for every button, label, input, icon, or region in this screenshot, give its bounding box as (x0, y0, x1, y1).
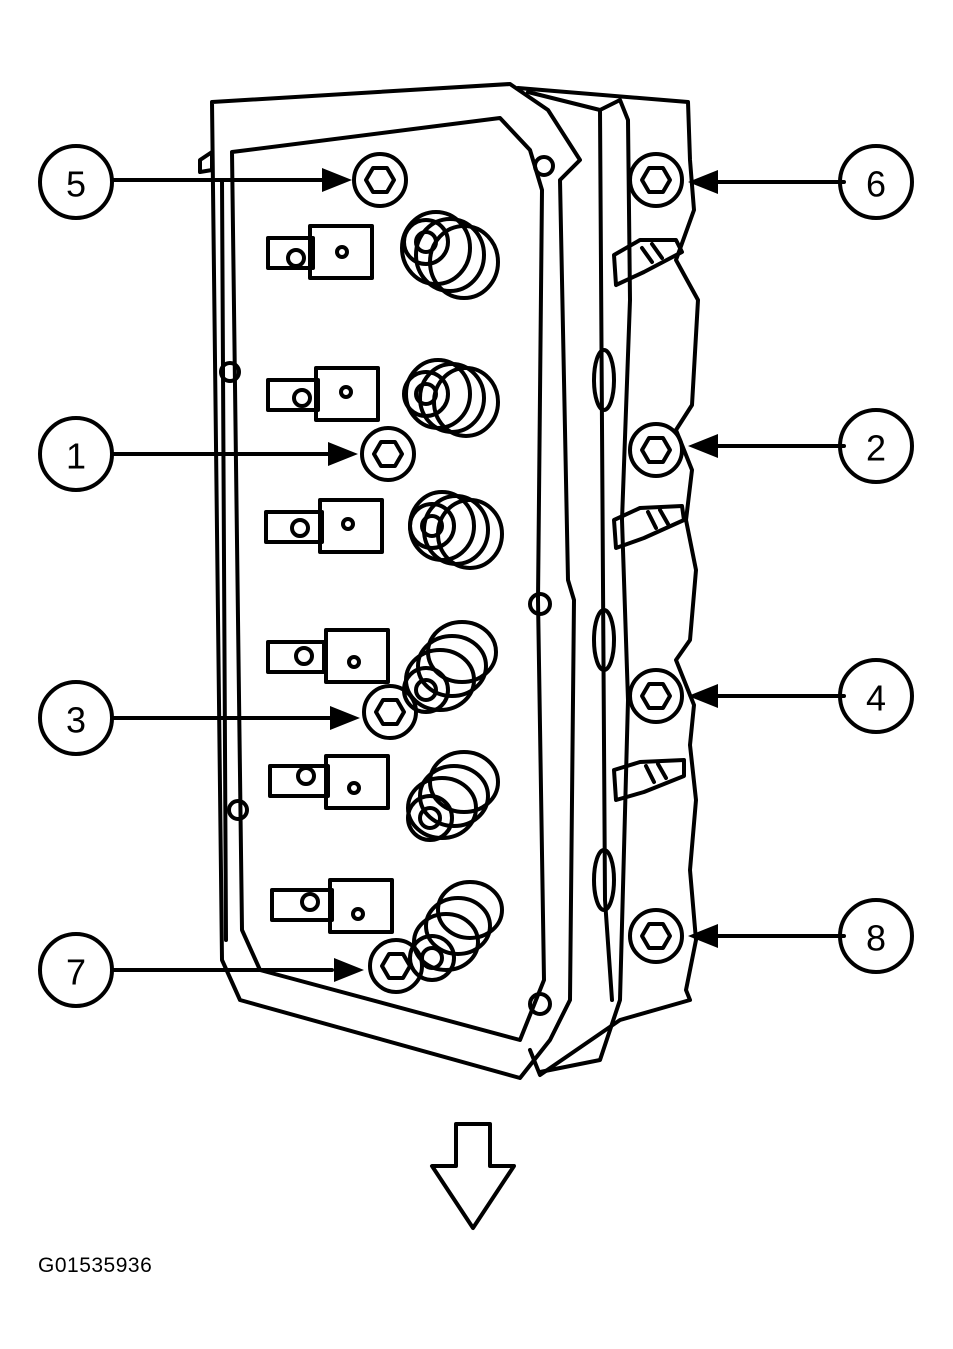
figure-id: G01535936 (38, 1254, 153, 1277)
bolt-icon (352, 152, 408, 208)
arrowhead-icon (328, 442, 358, 466)
rocker-assembly-3 (264, 498, 384, 554)
valve-spring-2 (402, 358, 500, 438)
head-casting-right (516, 86, 700, 1077)
valve-spring-1 (400, 210, 500, 300)
bolt-icon (628, 908, 684, 964)
callout-circle-2 (838, 408, 914, 484)
callout-label-7: 7 (66, 952, 86, 993)
bolt-icon (368, 938, 424, 994)
bolt-icon (360, 426, 416, 482)
callout-circle-3 (38, 680, 114, 756)
arrowhead-icon (334, 958, 364, 982)
arrowhead-icon (688, 170, 718, 194)
gasket-outer (210, 82, 582, 1080)
rocker-assembly-4 (266, 628, 390, 684)
arrowhead-icon (322, 168, 352, 192)
rocker-assembly-6 (270, 878, 394, 934)
port-icon (592, 608, 616, 672)
bolt-icon (628, 152, 684, 208)
rocker-assembly-2 (266, 366, 380, 422)
head-casting-ledge (598, 108, 614, 1002)
rocker-assembly-1 (266, 224, 374, 280)
port-icon (592, 848, 616, 912)
gasket-hole-icon (528, 992, 552, 1016)
gasket-rim (220, 178, 228, 942)
spark-plug-icon (612, 504, 686, 550)
gasket-hole-icon (219, 361, 241, 383)
callout-label-5: 5 (66, 164, 86, 205)
gasket-top-tab (198, 150, 214, 174)
direction-arrow-icon (430, 1122, 516, 1230)
callout-label-3: 3 (66, 700, 86, 741)
bolt-icon (362, 684, 418, 740)
gasket-hole-icon (227, 799, 249, 821)
callout-circle-1 (38, 416, 114, 492)
spark-plug-icon (612, 758, 686, 802)
gasket-hole-icon (533, 155, 555, 177)
bolt-icon (628, 422, 684, 478)
head-casting-inner-edge (526, 90, 632, 1074)
valve-spring-4 (402, 620, 498, 714)
callout-label-4: 4 (866, 678, 886, 719)
callout-circle-6 (838, 144, 914, 220)
gasket-hole-icon (528, 592, 552, 616)
callout-circle-8 (838, 898, 914, 974)
callout-circle-5 (38, 144, 114, 220)
rocker-assembly-5 (268, 754, 390, 810)
callout-label-1: 1 (66, 436, 86, 477)
valve-spring-6 (408, 880, 504, 982)
bolt-icon (628, 668, 684, 724)
valve-spring-3 (408, 490, 504, 570)
gasket-inner (230, 116, 546, 1042)
callout-label-8: 8 (866, 918, 886, 959)
callout-circle-4 (838, 658, 914, 734)
spark-plug-icon (612, 238, 684, 287)
port-icon (592, 348, 616, 412)
valve-spring-5 (406, 750, 500, 842)
arrowhead-icon (688, 434, 718, 458)
arrowhead-icon (330, 706, 360, 730)
arrowhead-icon (688, 924, 718, 948)
callout-label-6: 6 (866, 164, 886, 205)
callout-circle-7 (38, 932, 114, 1008)
arrowhead-icon (688, 684, 718, 708)
callout-label-2: 2 (866, 428, 886, 469)
